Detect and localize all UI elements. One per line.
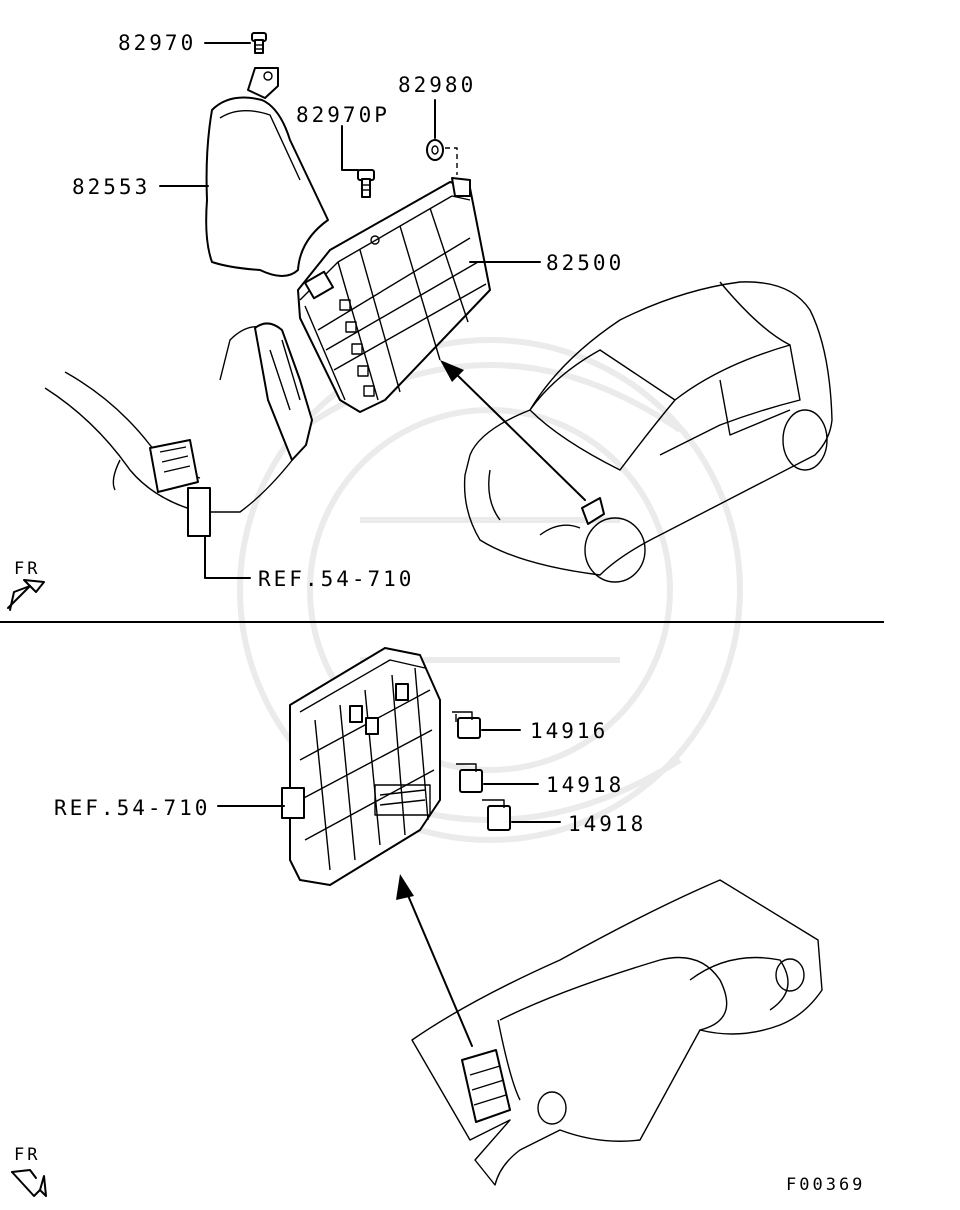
relay-14918-a[interactable] <box>456 763 483 793</box>
bolt-82970p[interactable] <box>357 169 375 198</box>
callout-14916: 14916 <box>530 719 608 743</box>
callout-82553: 82553 <box>72 175 150 199</box>
relay-14916[interactable] <box>452 711 481 739</box>
callout-ref-bottom: REF.54-710 <box>54 796 210 820</box>
callout-82500: 82500 <box>546 251 624 275</box>
callout-14918-b: 14918 <box>568 812 646 836</box>
front-direction-arrow-bottom <box>11 1169 47 1197</box>
callout-82980: 82980 <box>398 73 476 97</box>
direction-label-top: FR <box>14 559 40 579</box>
nut-82980[interactable] <box>426 139 444 161</box>
cover-82553[interactable] <box>205 67 329 277</box>
ecu-82500[interactable] <box>297 177 491 413</box>
callout-82970p: 82970P <box>296 103 390 127</box>
dashboard-illustration <box>411 879 823 1186</box>
front-direction-arrow-top <box>7 579 45 611</box>
callout-82970: 82970 <box>118 31 196 55</box>
callout-14918-a: 14918 <box>546 773 624 797</box>
wire-harness-top <box>44 322 313 537</box>
callout-ref-top: REF.54-710 <box>258 567 414 591</box>
direction-label-bottom: FR <box>14 1145 40 1165</box>
figure-code: F00369 <box>786 1175 865 1195</box>
junction-block[interactable] <box>281 647 441 886</box>
bolt-82970[interactable] <box>251 32 267 54</box>
car-illustration <box>463 281 833 583</box>
relay-14918-b[interactable] <box>482 799 511 831</box>
